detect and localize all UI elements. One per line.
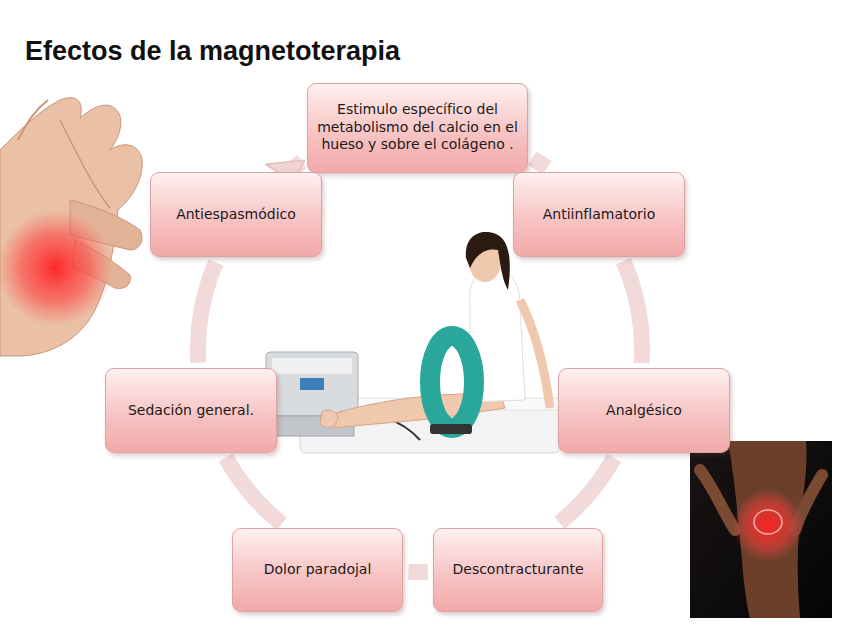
effect-label: Estimulo específico del metabolismo del … xyxy=(308,101,527,154)
cycle-arrow xyxy=(559,458,614,523)
effect-label: Analgésico xyxy=(598,402,690,420)
effect-box: Dolor paradojal xyxy=(232,528,403,612)
effect-label: Descontracturante xyxy=(444,561,591,579)
diagram-title: Efectos de la magnetoterapia xyxy=(25,36,400,67)
effect-label: Antiespasmódico xyxy=(168,206,304,224)
effect-box: Antiinflamatorio xyxy=(513,172,685,257)
cycle-arrow xyxy=(623,261,642,363)
effect-label: Sedación general. xyxy=(120,402,262,420)
cycle-arrow xyxy=(408,564,427,580)
knee-picture xyxy=(690,441,832,618)
effect-box: Antiespasmódico xyxy=(150,172,322,257)
hand-picture xyxy=(0,98,142,356)
effect-box: Analgésico xyxy=(558,368,730,453)
treatment-photo xyxy=(266,232,560,453)
cycle-arrow xyxy=(532,158,547,167)
effect-box: Estimulo específico del metabolismo del … xyxy=(307,83,528,173)
effect-label: Dolor paradojal xyxy=(256,561,380,579)
cycle-arrow xyxy=(294,162,302,167)
effect-box: Descontracturante xyxy=(433,528,603,612)
cycle-arrow xyxy=(198,263,216,363)
effect-box: Sedación general. xyxy=(105,368,277,453)
effect-label: Antiinflamatorio xyxy=(535,206,663,224)
cycle-arrow xyxy=(226,458,282,524)
